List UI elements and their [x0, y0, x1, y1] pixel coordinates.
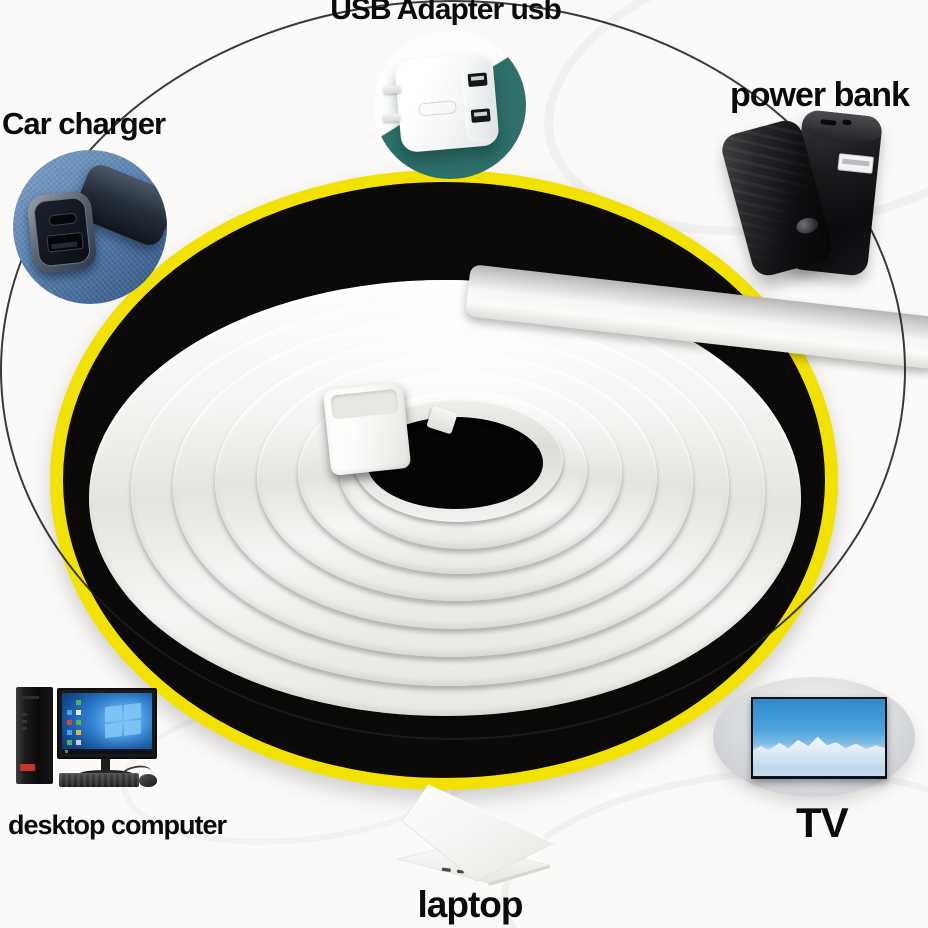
usb-adapter-body — [382, 52, 500, 154]
pc-monitor-screen — [62, 693, 152, 754]
usb-port — [470, 108, 491, 123]
tv-label: TV — [796, 799, 849, 846]
pc-tower-badge — [20, 764, 35, 771]
usb-a-port — [46, 231, 84, 253]
desktop-icons — [67, 700, 72, 705]
windows-logo — [105, 702, 141, 739]
keyboard — [59, 773, 139, 787]
tv-screen — [753, 699, 885, 776]
usb-port — [467, 72, 488, 88]
taskbar — [62, 749, 152, 754]
usb-adapter-image — [374, 31, 526, 179]
car-charger-label: Car charger — [2, 106, 166, 141]
power-bank-usb-port — [837, 153, 874, 174]
usb-c-port — [48, 212, 78, 227]
laptop-image — [396, 784, 556, 886]
desktop-computer-image — [0, 680, 220, 795]
mouse — [139, 774, 157, 787]
pc-monitor — [57, 688, 157, 759]
laptop-lid-highlight — [427, 784, 555, 844]
adapter-prong — [382, 113, 401, 123]
car-charger-face — [26, 189, 98, 275]
power-bank-label: power bank — [730, 76, 910, 114]
brand-mark — [417, 100, 457, 117]
power-bank-vent — [820, 119, 837, 126]
laptop-port — [441, 867, 451, 872]
laptop-base-edge — [488, 865, 550, 886]
car-charger-ports — [32, 196, 92, 268]
usb-adapter-label: USB Adapter usb — [330, 0, 562, 26]
connection-ring — [0, 0, 906, 740]
laptop-label: laptop — [417, 884, 524, 925]
desktop-computer-label: desktop computer — [8, 810, 227, 840]
car-charger-image — [13, 150, 167, 304]
adapter-prong — [383, 85, 401, 95]
monitor-stand — [101, 759, 110, 771]
power-bank-vent — [842, 119, 852, 126]
usb-port-panel — [460, 57, 499, 143]
tv-image — [713, 677, 915, 797]
laptop-port — [456, 869, 464, 874]
tv-fog — [753, 759, 885, 776]
power-bank-logo — [794, 215, 820, 236]
tv-frame — [751, 697, 887, 779]
